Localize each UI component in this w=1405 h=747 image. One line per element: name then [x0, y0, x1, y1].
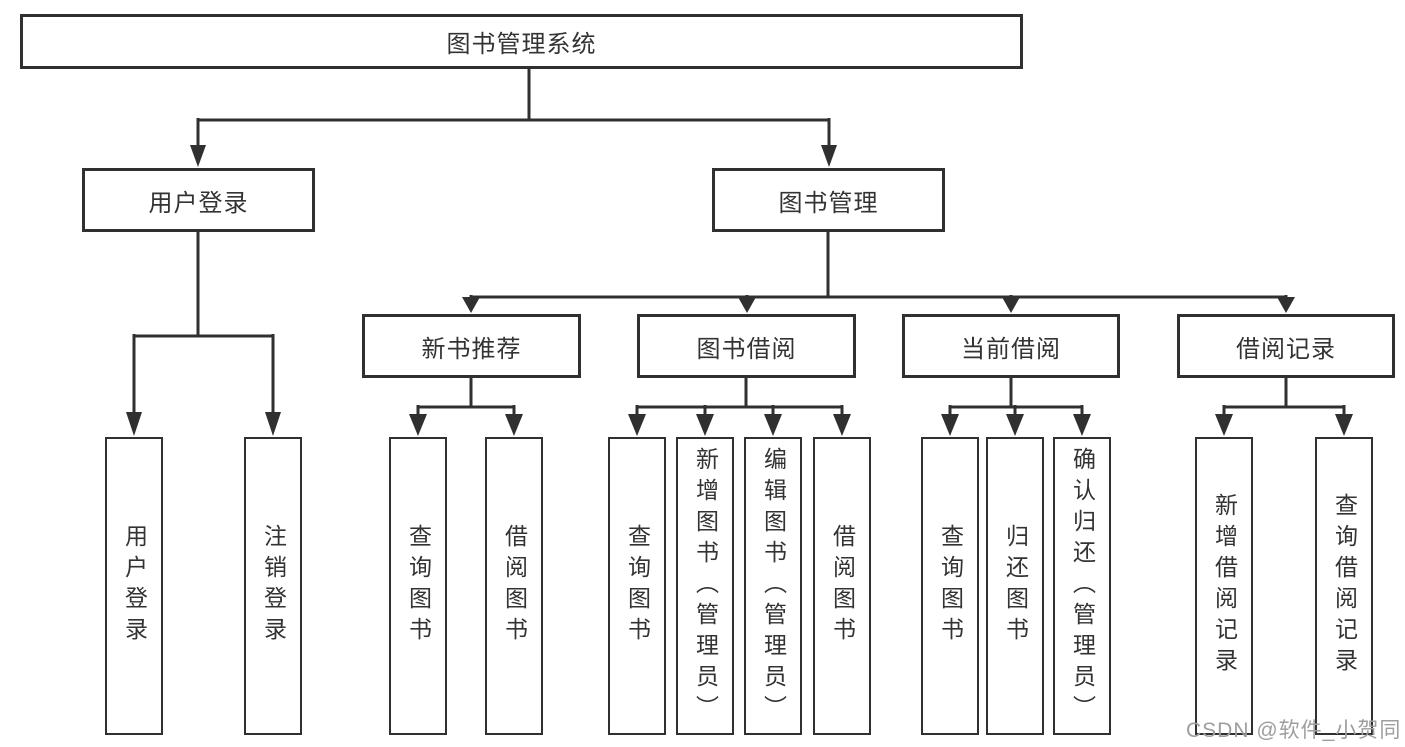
node-user-login: 用户登录 [82, 168, 315, 232]
node-library-system: 图书管理系统 [20, 14, 1023, 69]
leaf-current-return-books: 归还图书 [986, 437, 1044, 735]
node-book-management: 图书管理 [712, 168, 945, 232]
leaf-newbook-query-books: 查询图书 [389, 437, 447, 735]
leaf-user-login: 用户登录 [105, 437, 163, 735]
watermark: CSDN @软件_小贺同学 [1186, 719, 1402, 742]
node-current-borrow: 当前借阅 [902, 314, 1120, 378]
arrowhead-icons [126, 145, 1353, 436]
leaf-borrow-edit-books-admin: 编辑图书（管理员） [744, 437, 802, 735]
node-book-borrow: 图书借阅 [637, 314, 856, 378]
leaf-current-query-books: 查询图书 [921, 437, 979, 735]
node-borrow-records: 借阅记录 [1177, 314, 1395, 378]
leaf-borrow-query-books: 查询图书 [608, 437, 666, 735]
leaf-borrow-borrow-books: 借阅图书 [813, 437, 871, 735]
leaf-logout: 注销登录 [244, 437, 302, 735]
leaf-record-add-record: 新增借阅记录 [1195, 437, 1253, 735]
node-new-book-recommend: 新书推荐 [362, 314, 581, 378]
leaf-current-confirm-return-admin: 确认归还（管理员） [1053, 437, 1111, 735]
leaf-newbook-borrow-books: 借阅图书 [485, 437, 543, 735]
leaf-borrow-add-books-admin: 新增图书（管理员） [676, 437, 734, 735]
leaf-record-query-record: 查询借阅记录 [1315, 437, 1373, 735]
